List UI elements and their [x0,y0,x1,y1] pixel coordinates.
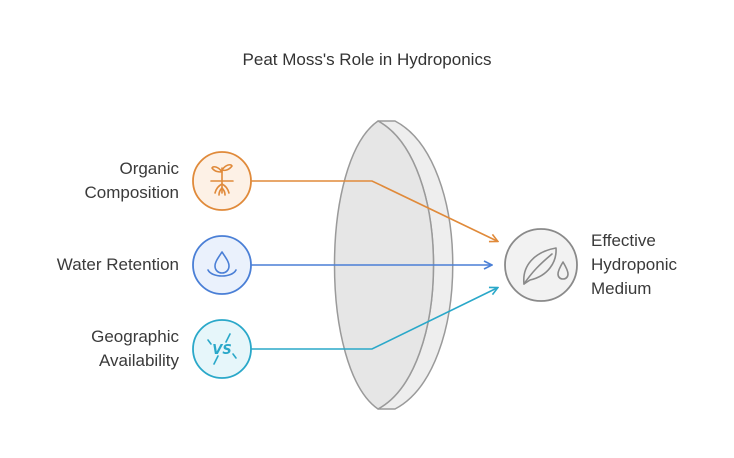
label-organic-line-1: Organic [119,159,179,178]
label-output-line-3: Medium [591,279,652,298]
seedling-roots-icon [192,151,252,211]
diagram-title: Peat Moss's Role in Hydroponics [242,50,492,69]
label-organic-line-2: Composition [84,183,180,202]
water-drop-icon [192,235,252,295]
connector-geographic [251,288,497,350]
label-output-line-1: Effective [591,231,656,250]
label-geographic-availability: Geographic Availability [91,325,179,373]
versus-icon-text: VS [212,343,231,358]
label-water-retention: Water Retention [57,253,179,277]
versus-icon: VS [192,319,252,379]
connector-organic [251,180,497,241]
label-output-line-2: Hydroponic [591,255,677,274]
label-geographic-line-2: Availability [98,351,179,370]
label-water-line-1: Water Retention [56,255,179,274]
label-organic-composition: Organic Composition [85,157,180,205]
label-geographic-line-1: Geographic [91,327,179,346]
label-effective-hydroponic-medium: Effective Hydroponic Medium [591,229,677,301]
leaf-drop-icon [504,228,578,302]
